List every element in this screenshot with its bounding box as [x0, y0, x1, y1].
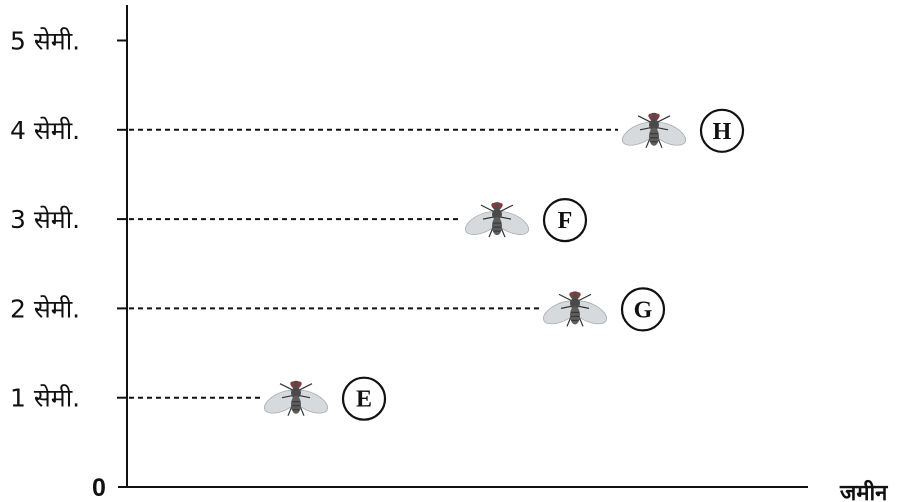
fly-label: F: [558, 208, 573, 234]
fly-label: G: [634, 297, 653, 323]
fly-label-badge: [341, 376, 387, 421]
fly-icon: [539, 290, 611, 330]
fly-label-badge: [699, 108, 745, 153]
fly-icon: [260, 380, 332, 419]
fly-icon: [618, 112, 690, 151]
fly-label: H: [713, 119, 732, 145]
tick-label: 5 सेमी.: [10, 27, 80, 56]
fly-label: E: [356, 387, 372, 413]
tick-label: 3 सेमी.: [10, 205, 80, 234]
tick-label: 0: [92, 474, 106, 502]
fly-label-badge: [620, 287, 666, 332]
ground-label: जमीन: [839, 479, 888, 502]
tick-label: 1 सेमी.: [10, 384, 80, 413]
fly-icon: [461, 201, 533, 240]
fly-label-badge: [542, 198, 588, 243]
tick-label: 4 सेमी.: [10, 116, 80, 145]
tick-label: 2 सेमी.: [10, 294, 80, 323]
